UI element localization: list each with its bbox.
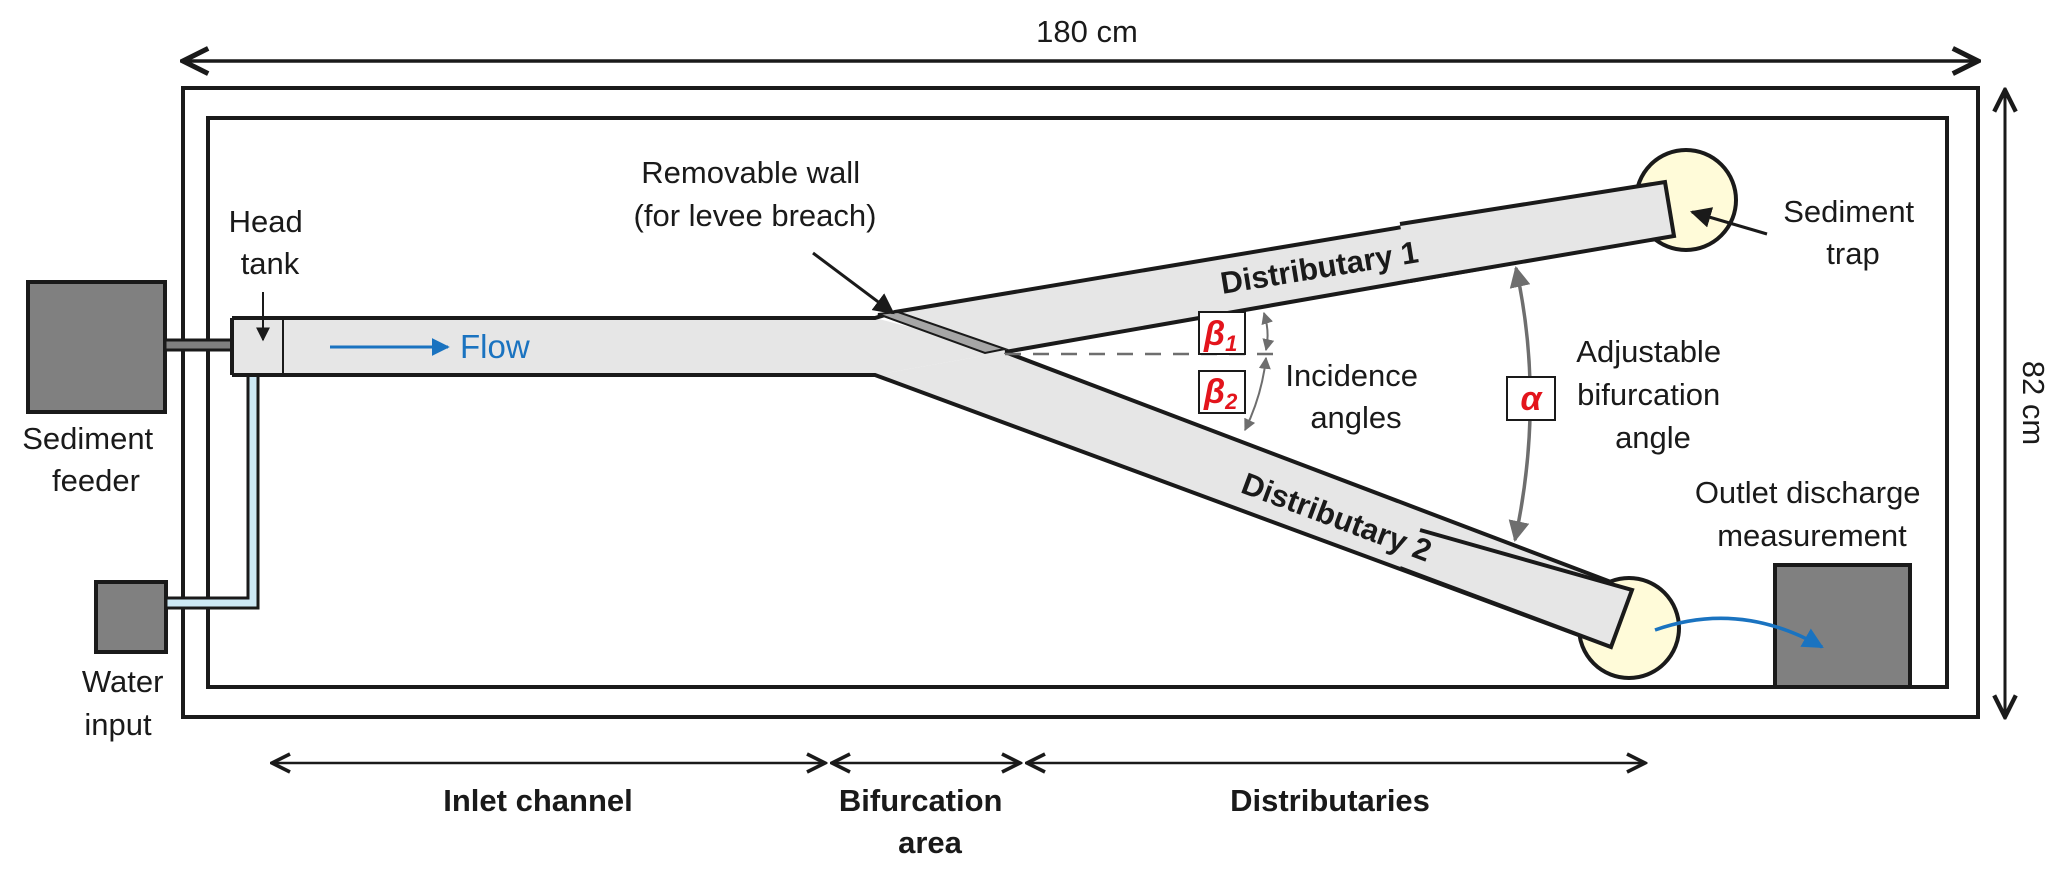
inlet-channel	[232, 318, 1005, 375]
inlet-channel-label: Inlet channel	[443, 783, 632, 818]
removable-wall-pointer	[812, 251, 895, 315]
svg-text:β1: β1	[1203, 315, 1237, 356]
water-input-label: Water input	[82, 664, 172, 742]
section-dimensions: Inlet channel Bifurcation area Distribut…	[272, 763, 1645, 860]
width-dimension: 180 cm	[183, 14, 1978, 61]
sediment-feeder-label: Sediment feeder	[22, 421, 162, 498]
sediment-trap-pointer	[1689, 207, 1768, 236]
beta2-arc	[1244, 356, 1271, 432]
width-label: 180 cm	[1036, 14, 1138, 49]
water-pipe	[164, 361, 260, 610]
height-dimension: 82 cm	[2005, 90, 2051, 717]
svg-text:α: α	[1520, 380, 1543, 418]
flow-label: Flow	[460, 328, 530, 365]
beta2-symbol: β2	[1198, 370, 1246, 414]
distributary-1-end	[1400, 182, 1674, 281]
distributary-2-end	[1400, 530, 1632, 647]
channel-network	[230, 181, 1674, 649]
bifurcation-area-label: Bifurcation area	[839, 783, 1011, 860]
height-label: 82 cm	[2016, 361, 2051, 445]
water-input-box	[94, 580, 168, 654]
distributaries-label: Distributaries	[1230, 783, 1430, 818]
outlet-discharge-label: Outlet discharge measurement	[1695, 475, 1929, 553]
head-tank-label: Head tank	[229, 204, 312, 281]
svg-text:β2: β2	[1203, 373, 1238, 414]
beta1-arc	[1261, 311, 1275, 352]
alpha-symbol: α	[1506, 376, 1556, 421]
sediment-trap-label: Sediment trap	[1783, 194, 1923, 271]
removable-wall-label: Removable wall (for levee breach)	[634, 155, 877, 233]
beta1-symbol: β1	[1198, 311, 1246, 356]
outlet-flow-arrow-icon	[1654, 616, 1824, 649]
sediment-feeder-box	[26, 280, 167, 414]
bifurcation-angle-label: Adjustable bifurcation angle	[1576, 334, 1729, 455]
outlet-discharge-box	[1773, 563, 1912, 689]
incidence-angles-label: Incidence angles	[1285, 358, 1426, 435]
outer-frame	[181, 86, 1980, 719]
inner-frame	[206, 116, 1949, 689]
